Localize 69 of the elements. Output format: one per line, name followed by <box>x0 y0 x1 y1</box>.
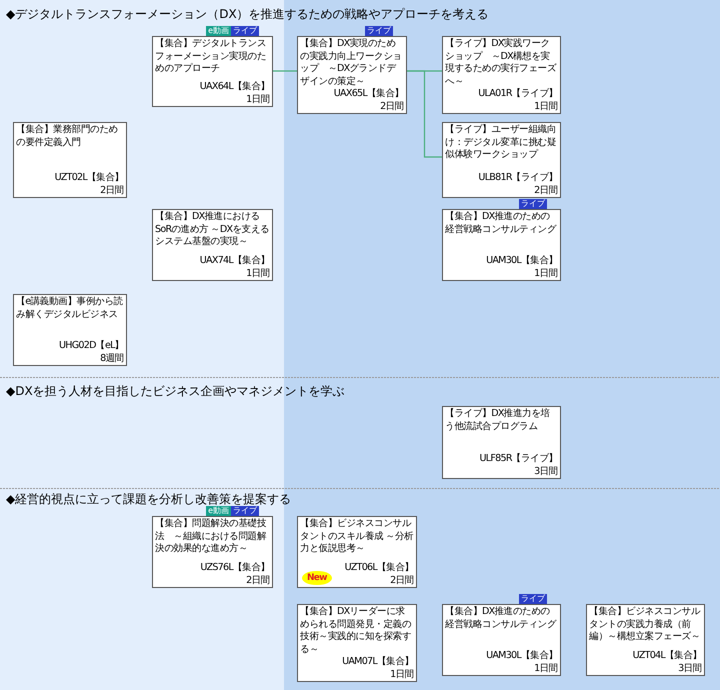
course-duration: 1日間 <box>534 662 558 675</box>
course-code: UZT06L【集合】 <box>344 562 414 574</box>
course-code: UAM07L【集合】 <box>342 656 414 668</box>
course-box <box>152 36 273 107</box>
course-box <box>297 516 417 588</box>
course-duration: 2日間 <box>534 184 558 197</box>
course-box <box>13 294 127 366</box>
course-code: UAX65L【集合】 <box>334 88 404 100</box>
course-title: 【集合】問題解決の基礎技法 ～組織における問題解決の効果的な進め方～ <box>155 518 268 556</box>
course-title: 【集合】DX推進におけるSoRの進め方 ～DXを支えるシステム基盤の実現～ <box>155 211 270 249</box>
course-code: ULF85R【ライブ】 <box>479 453 558 466</box>
course-box <box>297 36 407 114</box>
course-duration: 1日間 <box>246 268 270 280</box>
badge: ライブ <box>519 594 547 604</box>
course-code: UAX64L【集合】 <box>200 81 270 94</box>
course-title: 【集合】デジタルトランスフォーメーション実現のためのアプローチ <box>155 38 267 76</box>
course-duration: 3日間 <box>534 466 558 478</box>
course-duration: 1日間 <box>246 94 270 106</box>
course-box <box>586 604 705 676</box>
new-badge: New <box>302 570 332 585</box>
course-title: 【e講義動画】事例から読み解くデジタルビジネス <box>16 296 124 322</box>
course-code: UZT04L【集合】 <box>632 650 702 662</box>
course-title: 【集合】DX推進のための経営戦略コンサルティング <box>445 211 558 236</box>
course-box <box>152 209 273 281</box>
course-box <box>442 36 561 114</box>
course-code: UHG02D【eL】 <box>58 340 124 352</box>
course-duration: 8週間 <box>100 352 124 365</box>
course-duration: 3日間 <box>678 662 702 675</box>
course-duration: 1日間 <box>534 100 558 113</box>
badge: e動画 <box>206 26 231 36</box>
course-duration: 2日間 <box>390 574 414 587</box>
course-title: 【ライブ】ユーザー組織向け：デジタル変革に挑む疑似体験ワークショップ <box>445 124 557 162</box>
course-title: 【集合】DX実現のための実践力向上ワークショップ ～DXグランドデザインの策定～ <box>300 38 403 88</box>
course-duration: 2日間 <box>246 574 270 587</box>
course-code: UZS76L【集合】 <box>200 562 270 574</box>
course-title: 【ライブ】DX推進力を培う他流試合プログラム <box>445 408 551 434</box>
course-title: 【ライブ】DX実践ワークショップ ～DX構想を実現するための実行フェーズへ～ <box>445 38 558 88</box>
course-box <box>442 604 561 676</box>
badge: ライブ <box>519 199 547 209</box>
course-code: UAM30L【集合】 <box>486 650 558 662</box>
course-box <box>442 406 561 479</box>
course-code: UZT02L【集合】 <box>54 172 124 184</box>
course-duration: 1日間 <box>390 668 414 681</box>
section-heading: ◆経営的視点に立って課題を分析し改善策を提案する <box>6 491 292 506</box>
section-heading: ◆デジタルトランスフォーメーション（DX）を推進するための戦略やアプローチを考える <box>6 6 489 23</box>
course-code: ULA01R【ライブ】 <box>478 88 558 100</box>
badge: ライブ <box>231 506 259 516</box>
badge: ライブ <box>365 26 393 36</box>
course-box <box>297 604 417 682</box>
course-box <box>13 122 127 198</box>
course-duration: 2日間 <box>100 184 124 197</box>
course-code: ULB81R【ライブ】 <box>478 172 558 184</box>
course-title: 【集合】ビジネスコンサルタントのスキル養成 ～分析力と仮説思考～ <box>300 518 414 556</box>
course-title: 【集合】業務部門のための要件定義入門 <box>16 124 119 150</box>
course-code: UAX74L【集合】 <box>200 255 270 268</box>
badge: ライブ <box>231 26 259 36</box>
connector-line <box>407 70 442 158</box>
course-title: 【集合】DX推進のための経営戦略コンサルティング <box>445 606 558 632</box>
section-heading: ◆DXを担う人材を目指したビジネス企画やマネジメントを学ぶ <box>6 383 345 400</box>
course-title: 【集合】ビジネスコンサルタントの実践力養成（前編）～構想立案フェーズ～ <box>589 606 702 644</box>
course-duration: 2日間 <box>380 100 404 113</box>
badge: e動画 <box>206 506 231 516</box>
course-title: 【集合】DXリーダーに求められる問題発見・定義の技術～実践的に知を探索する～ <box>300 606 412 656</box>
course-box <box>152 516 273 588</box>
course-code: UAM30L【集合】 <box>486 255 558 268</box>
course-box <box>442 122 561 198</box>
course-box <box>442 209 561 281</box>
course-duration: 1日間 <box>534 268 558 280</box>
connector-line <box>273 70 297 72</box>
